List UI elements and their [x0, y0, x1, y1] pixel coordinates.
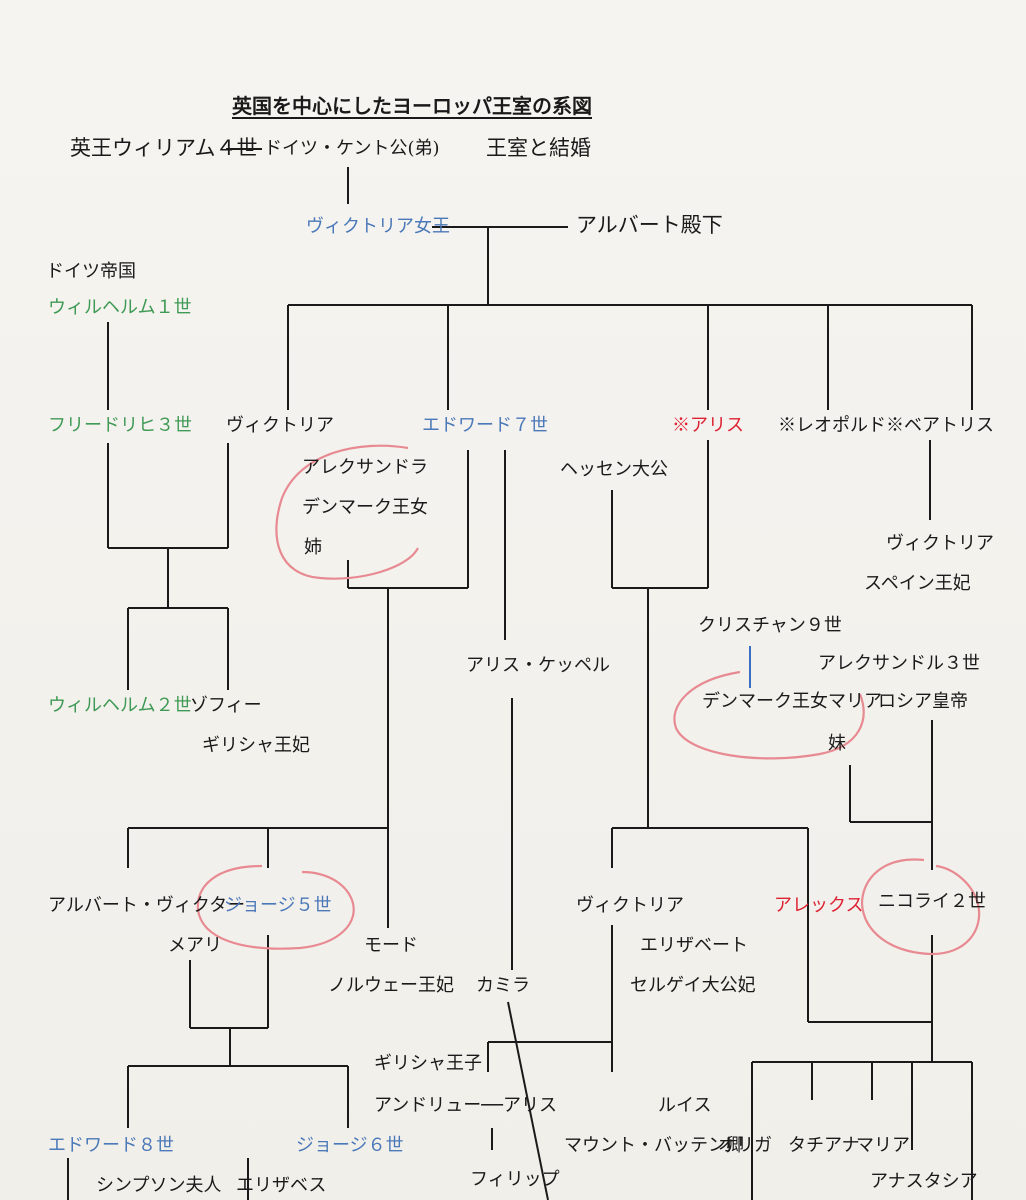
person-christian9: クリスチャン９世 [698, 615, 842, 636]
person-wilhelm1: ウィルヘルム１世 [48, 297, 192, 318]
person-mountbatten: マウント・バッテン卿 [564, 1135, 744, 1156]
person-victoria-princess: ヴィクトリア [226, 415, 334, 436]
annotation-circle-nicholas2 [860, 858, 981, 956]
person-maud-title: ノルウェー王妃 [328, 975, 454, 996]
person-camilla: カミラ [476, 975, 530, 996]
person-louis: ルイス [658, 1095, 712, 1116]
person-maria: マリア [856, 1135, 910, 1156]
person-friedrich3: フリードリヒ３世 [48, 415, 192, 436]
person-edward7: エドワード７世 [422, 415, 548, 436]
person-george6: ジョージ６世 [296, 1135, 404, 1156]
person-wilhelm2: ウィルヘルム２世 [48, 695, 192, 716]
person-elizabeth: エリザベート [640, 935, 748, 956]
page-title: 英国を中心にしたヨーロッパ王室の系図 [232, 94, 592, 118]
person-victoria-hessen: ヴィクトリア [576, 895, 684, 916]
annotation-circle-alexandra [275, 444, 419, 580]
person-leopold-beatrice: ※レオポルド※ベアトリス [778, 415, 994, 436]
person-sophie-title: ギリシャ王妃 [202, 735, 310, 756]
person-mary: メアリ [168, 935, 222, 956]
person-philip: フィリップ [470, 1169, 560, 1190]
label-german-empire: ドイツ帝国 [46, 261, 136, 282]
person-alexandra-note: 姉 [304, 537, 322, 558]
person-alexandra: アレクサンドラ [302, 457, 428, 478]
person-alexander3: アレクサンドル３世 [818, 653, 980, 674]
person-greek-prince: ギリシャ王子 [374, 1053, 482, 1074]
person-andrew-alice: アンドリュー──アリス [374, 1095, 557, 1116]
person-albert: アルバート殿下 [576, 213, 723, 237]
person-hessen: ヘッセン大公 [560, 459, 668, 480]
person-queen-victoria: ヴィクトリア女王 [306, 216, 450, 237]
person-anastasia: アナスタシア [870, 1171, 978, 1192]
person-dagmar-note: 妹 [828, 733, 846, 754]
person-william4: 英王ウィリアム４世 [70, 136, 258, 160]
person-kent: ドイツ・ケント公(弟) [264, 138, 440, 159]
person-maud: モード [364, 935, 418, 956]
annotation-circle-george5 [196, 864, 355, 950]
person-victoria-spain-title: スペイン王妃 [864, 573, 971, 594]
marriage-note: 王室と結婚 [486, 136, 591, 160]
person-edward8: エドワード８世 [48, 1135, 174, 1156]
person-alexandra-title: デンマーク王女 [302, 497, 428, 518]
person-olga: オリガ [718, 1135, 772, 1156]
person-simpson: シンプソン夫人 [96, 1175, 222, 1196]
person-albert-victor: アルバート・ヴィクター [48, 895, 246, 916]
person-tatiana: タチアナ [788, 1135, 860, 1156]
person-elizabeth-qm: エリザベス [236, 1175, 327, 1196]
person-sophie: ゾフィー [190, 695, 262, 716]
annotation-circle-dagmar [673, 670, 865, 760]
person-alice: ※アリス [672, 415, 744, 436]
person-alix: アレックス [774, 895, 864, 916]
person-victoria-spain: ヴィクトリア [886, 533, 994, 554]
person-nicholas2: ニコライ２世 [878, 891, 986, 912]
person-russia-emperor: ロシア皇帝 [878, 691, 968, 712]
person-elizabeth-title: セルゲイ大公妃 [630, 975, 756, 996]
person-george5: ジョージ５世 [224, 895, 332, 916]
person-alice-keppel: アリス・ケッペル [466, 655, 610, 676]
person-dagmar: デンマーク王女マリア [702, 691, 882, 712]
